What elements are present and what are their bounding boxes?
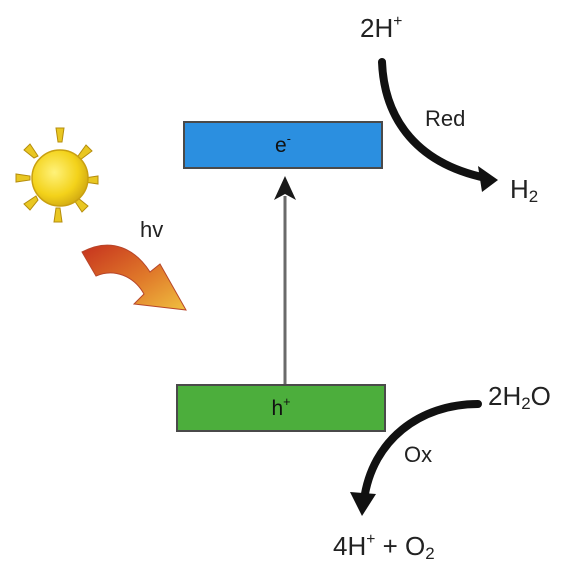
oxidation-arrow — [350, 400, 482, 516]
reduction-label: Red — [425, 106, 466, 131]
oxidation-label: Ox — [404, 442, 433, 467]
sun-icon — [15, 127, 99, 223]
valence-band: h+ — [176, 384, 386, 432]
light-label: hv — [140, 217, 164, 242]
excitation-arrow — [274, 176, 296, 384]
valence-band-label: h+ — [271, 395, 291, 420]
conduction-band: e- — [183, 121, 383, 169]
conduction-band-label: e- — [275, 132, 291, 157]
reduction-arrow — [378, 58, 498, 192]
light-arrow-icon — [81, 244, 187, 311]
reduction-product: H2 — [510, 174, 539, 207]
oxidation-reactant: 2H2O — [488, 381, 551, 414]
oxidation-product: 4H+ + O2 — [333, 530, 435, 564]
reduction-reactant: 2H+ — [360, 12, 403, 43]
